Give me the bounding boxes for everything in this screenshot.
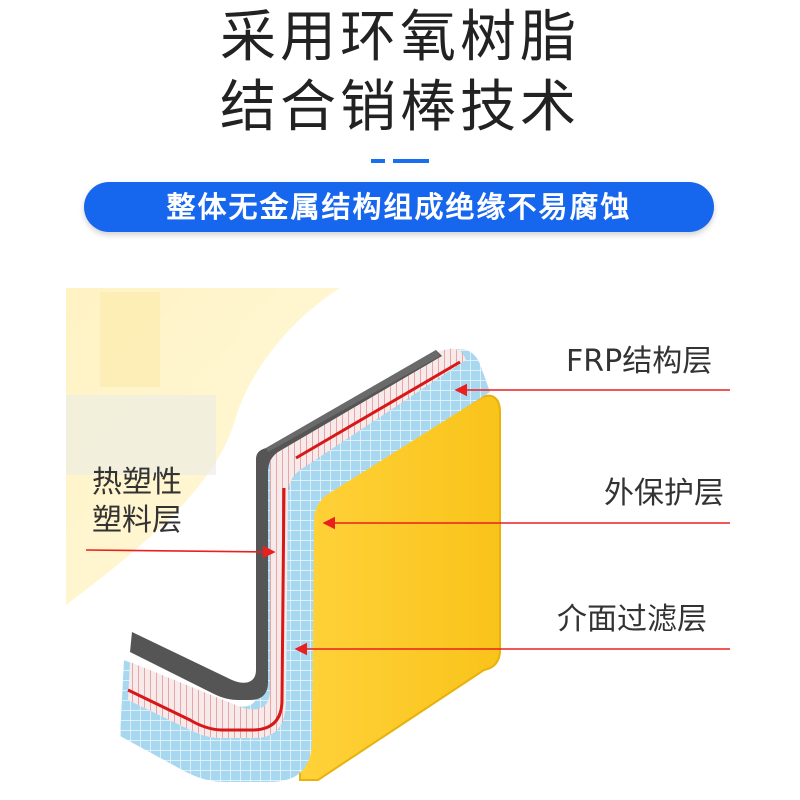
- accent-dash-long: [393, 159, 429, 163]
- label-interface-layer: 介面过滤层: [557, 602, 707, 637]
- heading-line-1: 采用环氧树脂: [220, 5, 580, 70]
- label-frp-layer: FRP结构层: [566, 344, 713, 379]
- heading-line-2: 结合销棒技术: [220, 75, 580, 140]
- feature-banner: 整体无金属结构组成绝缘不易腐蚀: [84, 182, 714, 232]
- accent-dash-short: [371, 159, 385, 163]
- interface-filter-layer: [128, 348, 466, 738]
- pointer-thermoplastic: [85, 545, 276, 559]
- label-thermoplastic-line-2: 塑料层: [92, 503, 182, 538]
- background-window: [66, 395, 216, 475]
- thermoplastic-layer: [130, 350, 442, 700]
- interface-red-line: [127, 360, 461, 732]
- frp-structure-layer: [120, 349, 490, 782]
- label-thermoplastic-line-1: 热塑性: [92, 465, 182, 500]
- background-curtain: [100, 292, 160, 387]
- thermoplastic-top-face: [266, 350, 440, 452]
- label-outer-layer: 外保护层: [604, 476, 724, 511]
- outer-protective-layer: [298, 394, 501, 781]
